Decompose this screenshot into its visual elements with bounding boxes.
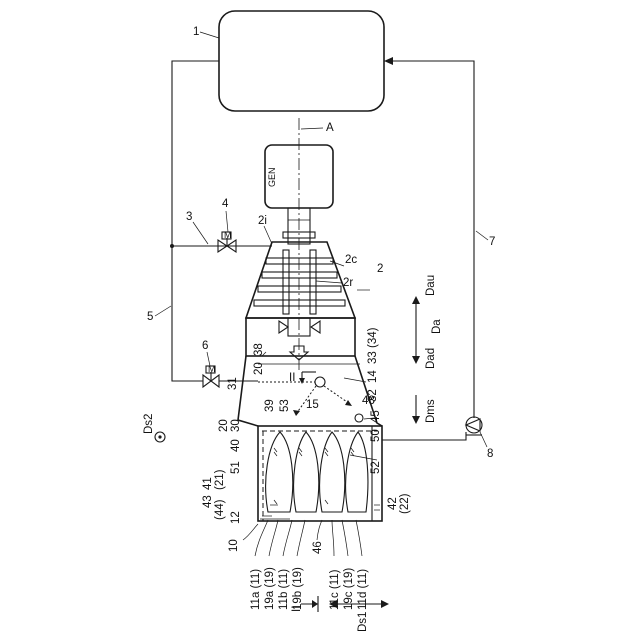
- direction-dau-da-dad: [412, 296, 420, 364]
- ref-label-14: 14: [367, 370, 379, 383]
- ref-label-19a: 19a (19): [264, 567, 276, 610]
- valve-6: M: [203, 364, 219, 387]
- axis-label-a: A: [326, 122, 334, 134]
- ref-label-11a: 11a (11): [250, 569, 262, 610]
- tube-detail-marks: [270, 448, 354, 505]
- ref-label-15: 15: [306, 399, 319, 411]
- ref-label-2: 2: [377, 263, 383, 275]
- ref-label-2i: 2i: [258, 215, 267, 227]
- ref-label-33: 33 (34): [367, 327, 379, 364]
- ref-label-7: 7: [489, 236, 495, 248]
- ref-label-43: 43: [202, 495, 214, 508]
- direction-label-dms: Dms: [425, 399, 437, 423]
- ref-label-40: 40: [230, 439, 242, 452]
- direction-label-ds1: Ds1: [357, 612, 369, 632]
- direction-dms: [412, 395, 420, 424]
- ref-label-3: 3: [186, 211, 192, 223]
- ref-label-42: 42: [387, 497, 399, 510]
- direction-label-dad: Dad: [425, 348, 437, 369]
- bottom-rotated-labels: 11a (11) 19a (19) 11b (11) 19b (19) 46 1…: [250, 541, 369, 610]
- ref-label-51: 51: [230, 461, 242, 474]
- ref-label-44: (44): [214, 499, 226, 520]
- ref-label-19c: 19c (19): [343, 568, 355, 610]
- valve-4: M: [218, 230, 236, 252]
- ref-label-6: 6: [202, 340, 208, 352]
- svg-text:M: M: [208, 364, 216, 374]
- generator-label: GEN: [267, 167, 277, 187]
- tube-bundles: [266, 432, 368, 512]
- pipe-5: [172, 61, 219, 381]
- ref-label-21: (21): [214, 469, 226, 490]
- component-1-box: [219, 11, 384, 111]
- ref-label-5: 5: [147, 311, 153, 323]
- ref-label-11d: 11d (11): [357, 569, 369, 610]
- ref-label-2c: 2c: [345, 254, 357, 266]
- ref-label-45: 45: [370, 410, 382, 423]
- ref-label-52: 52: [370, 461, 382, 474]
- ref-label-41: 41: [202, 477, 214, 490]
- leader-lines-bottom: [255, 520, 362, 556]
- ref-label-46: 46: [312, 541, 324, 554]
- ref-label-4: 4: [222, 198, 229, 210]
- ref-label-12: 12: [230, 511, 242, 524]
- ref-label-30: 30: [230, 419, 242, 432]
- ref-label-10: 10: [228, 539, 240, 552]
- nozzle-15: [315, 377, 325, 387]
- ref-label-11b: 11b (11): [278, 569, 290, 610]
- ref-label-53: 53: [279, 399, 291, 412]
- direction-label-ds2: Ds2: [143, 414, 155, 434]
- ref-label-2r: 2r: [343, 277, 353, 289]
- direction-ds2: [155, 432, 165, 442]
- direction-label-dau: Dau: [425, 275, 437, 296]
- ref-label-39: 39: [264, 399, 276, 412]
- ref-label-20b: 20: [218, 419, 230, 432]
- ref-label-11c: 11c (11): [329, 569, 341, 610]
- ref-label-38: 38: [253, 343, 265, 356]
- ref-label-19b: 19b (19): [292, 567, 304, 610]
- direction-label-da: Da: [431, 319, 443, 334]
- item-48: [355, 414, 363, 422]
- ref-label-31: 31: [227, 377, 239, 390]
- ref-label-22: (22): [399, 493, 411, 514]
- ref-label-20a: 20: [253, 362, 265, 375]
- turbine-casing: [246, 242, 355, 318]
- ref-label-50: 50: [370, 429, 382, 442]
- ref-label-32: 32: [367, 389, 379, 402]
- ref-label-1: 1: [193, 26, 199, 38]
- ref-label-8: 8: [487, 448, 493, 460]
- left-rotated-labels: 31 20 30 40 51 41 (21) 43 (44) 12 10: [202, 377, 242, 552]
- pump-8: [466, 417, 482, 435]
